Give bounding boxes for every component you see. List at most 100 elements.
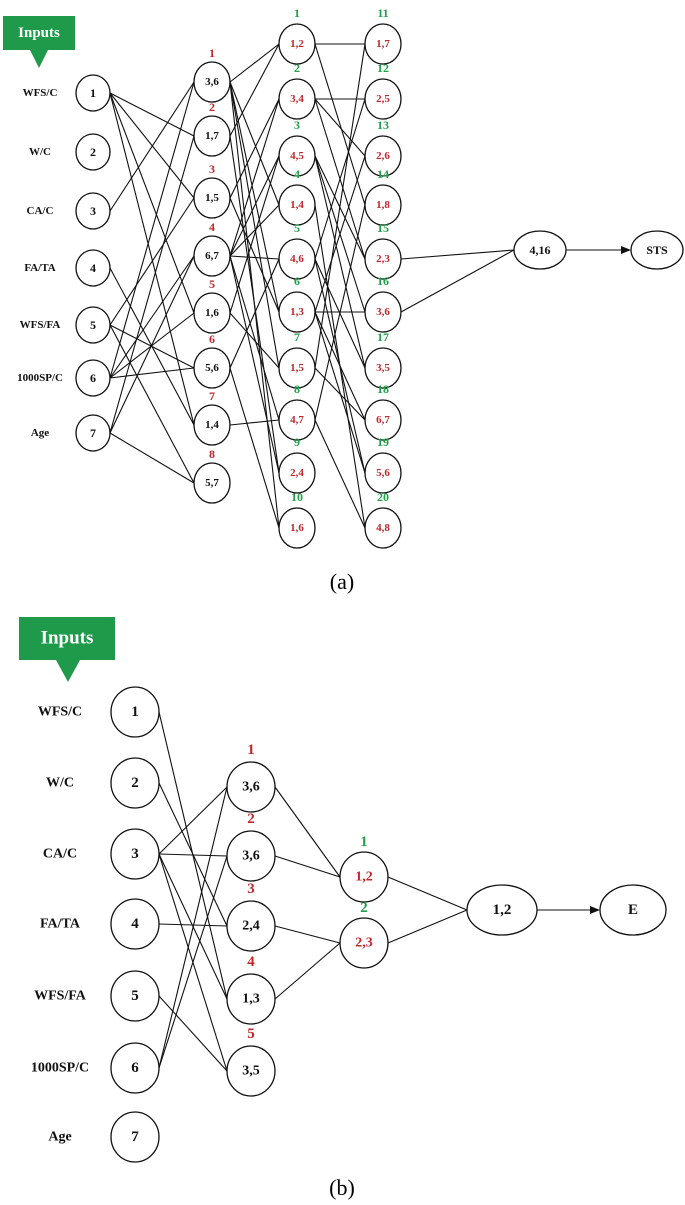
edge-a-in5-l1n8 bbox=[109, 324, 195, 484]
layer3-node-a-7-label: 3,5 bbox=[376, 362, 390, 374]
input-node-b-2: 2 bbox=[110, 757, 160, 809]
edge-a-l1n4-l2n4 bbox=[229, 204, 280, 257]
input-node-b-1-label: 1 bbox=[131, 704, 139, 720]
layer1-node-b-4: 1,3 bbox=[226, 973, 276, 1025]
layer3-node-a-1-shape bbox=[364, 23, 402, 65]
layer3-number-a-7: 17 bbox=[377, 330, 389, 344]
layer1-number-a-3: 3 bbox=[209, 162, 215, 176]
final-node-b-label: 1,2 bbox=[493, 902, 512, 918]
edge-a-l2n2-l3n5 bbox=[314, 98, 366, 260]
layer1-node-b-2-shape bbox=[226, 830, 276, 882]
input-label-b-4: FA/TA bbox=[40, 917, 81, 932]
layer3-node-a-2-shape bbox=[364, 78, 402, 120]
layer1-node-a-1-shape bbox=[193, 61, 231, 103]
edge-b-l1n3-l2n2 bbox=[274, 925, 341, 944]
inputs-badge-b: Inputs bbox=[19, 617, 115, 682]
input-node-a-7: 7 bbox=[75, 414, 111, 452]
edge-a-l1n6-l2n10 bbox=[229, 367, 280, 529]
input-label-a-4: FA/TA bbox=[24, 262, 55, 274]
edge-a-in7-l1n4 bbox=[109, 255, 195, 434]
edge-a-l1n6-l2n5 bbox=[229, 258, 280, 369]
layer3-node-a-10-label: 4,8 bbox=[376, 522, 390, 534]
layer1-number-a-5: 5 bbox=[209, 277, 215, 291]
layer1-number-a-8: 8 bbox=[209, 447, 215, 461]
layer3-number-a-3: 13 bbox=[377, 118, 389, 132]
final-node-b-shape bbox=[466, 884, 538, 936]
input-node-b-7-label: 7 bbox=[131, 1129, 139, 1145]
edge-a-l1n1-l2n7 bbox=[229, 81, 280, 369]
edge-a-in3-l1n1 bbox=[109, 81, 195, 212]
layer1-node-b-5: 3,5 bbox=[226, 1045, 276, 1097]
input-label-b-5: WFS/FA bbox=[34, 989, 87, 1004]
edge-a-l1n3-l2n2 bbox=[229, 98, 280, 199]
layer1-node-a-4-shape bbox=[193, 235, 231, 277]
edge-b-in3-l1n1 bbox=[158, 786, 228, 855]
edge-a-l1n1-l2n10 bbox=[229, 81, 280, 529]
input-node-a-4: 4 bbox=[75, 249, 111, 287]
layer3-number-a-10: 20 bbox=[377, 490, 389, 504]
layer3-node-a-9-shape bbox=[364, 452, 402, 494]
edge-a-l2n5-l3n7 bbox=[314, 258, 366, 369]
layer2-node-a-6-label: 1,3 bbox=[290, 306, 304, 318]
layer3-node-a-6-shape bbox=[364, 291, 402, 333]
input-node-a-6-label: 6 bbox=[90, 371, 96, 385]
layer2-node-a-4-label: 1,4 bbox=[290, 199, 304, 211]
layer2-node-a-10-label: 1,6 bbox=[290, 522, 304, 534]
layer1-node-a-1: 3,6 bbox=[193, 61, 231, 103]
layer2-node-a-2: 3,4 bbox=[278, 78, 316, 120]
edge-a-l2n2-l3n3 bbox=[314, 98, 366, 157]
input-node-b-2-label: 2 bbox=[131, 775, 139, 791]
layer2-node-b-2-label: 2,3 bbox=[355, 936, 373, 951]
input-label-a-6: 1000SP/C bbox=[17, 372, 63, 384]
edge-a-in6-l1n1 bbox=[109, 81, 195, 379]
layer2-node-a-4: 1,4 bbox=[278, 184, 316, 226]
inputs-badge-b-box bbox=[19, 617, 115, 660]
input-node-b-6: 6 bbox=[110, 1042, 160, 1094]
input-node-a-1-shape bbox=[75, 74, 111, 112]
layer3-node-a-8-shape bbox=[364, 399, 402, 441]
inputs-badge-a-arrow bbox=[30, 50, 48, 68]
input-node-a-2-shape bbox=[75, 133, 111, 171]
layer3-node-a-6: 3,6 bbox=[364, 291, 402, 333]
input-node-a-5-shape bbox=[75, 306, 111, 344]
input-node-a-2: 2 bbox=[75, 133, 111, 171]
edge-b-l1n4-l2n2 bbox=[274, 942, 341, 1000]
layer1-node-b-2: 3,6 bbox=[226, 830, 276, 882]
final-node-a-label: 4,16 bbox=[530, 243, 551, 257]
edge-b-in5-l1n5 bbox=[158, 995, 228, 1072]
edge-b-in3-l1n4 bbox=[158, 853, 228, 1000]
layer2-node-b-1-label: 1,2 bbox=[355, 870, 373, 885]
input-node-b-3-shape bbox=[110, 828, 160, 880]
input-label-a-7: Age bbox=[31, 427, 49, 439]
layer2-node-a-10-shape bbox=[278, 507, 316, 549]
final-node-b: 1,2 bbox=[466, 884, 538, 936]
layer2-number-a-5: 5 bbox=[294, 221, 300, 235]
edge-a-l1n5-l2n3 bbox=[229, 155, 280, 314]
layer3-node-a-3: 2,6 bbox=[364, 135, 402, 177]
layer3-number-a-8: 18 bbox=[377, 382, 389, 396]
layer1-node-a-8-shape bbox=[193, 462, 231, 504]
edge-b-in4-l1n3 bbox=[158, 923, 228, 927]
layer1-node-a-7: 1,4 bbox=[193, 404, 231, 446]
final-node-a-shape bbox=[513, 230, 567, 270]
input-node-b-5-shape bbox=[110, 970, 160, 1022]
layer1-node-a-7-shape bbox=[193, 404, 231, 446]
layer3-number-a-5: 15 bbox=[377, 221, 389, 235]
layer1-node-a-8-label: 5,7 bbox=[205, 477, 219, 489]
input-node-a-1-label: 1 bbox=[90, 86, 96, 100]
layer2-node-a-1: 1,2 bbox=[278, 23, 316, 65]
layer3-node-a-8-label: 6,7 bbox=[376, 414, 390, 426]
edge-a-l2n8-l3n10 bbox=[314, 419, 366, 529]
edge-a-in6-l1n4 bbox=[109, 255, 195, 379]
layer1-node-b-1-label: 3,6 bbox=[242, 780, 260, 795]
layer1-node-a-7-label: 1,4 bbox=[205, 419, 219, 431]
layer1-number-a-1: 1 bbox=[209, 46, 215, 60]
layer3-node-a-1: 1,7 bbox=[364, 23, 402, 65]
edge-a-l1n4-l2n2 bbox=[229, 98, 280, 257]
input-label-a-1: WFS/C bbox=[23, 87, 58, 99]
caption-b: (b) bbox=[329, 1175, 355, 1200]
layer1-number-a-7: 7 bbox=[209, 389, 215, 403]
layer2-node-a-7: 1,5 bbox=[278, 347, 316, 389]
output-node-b: E bbox=[599, 884, 667, 936]
